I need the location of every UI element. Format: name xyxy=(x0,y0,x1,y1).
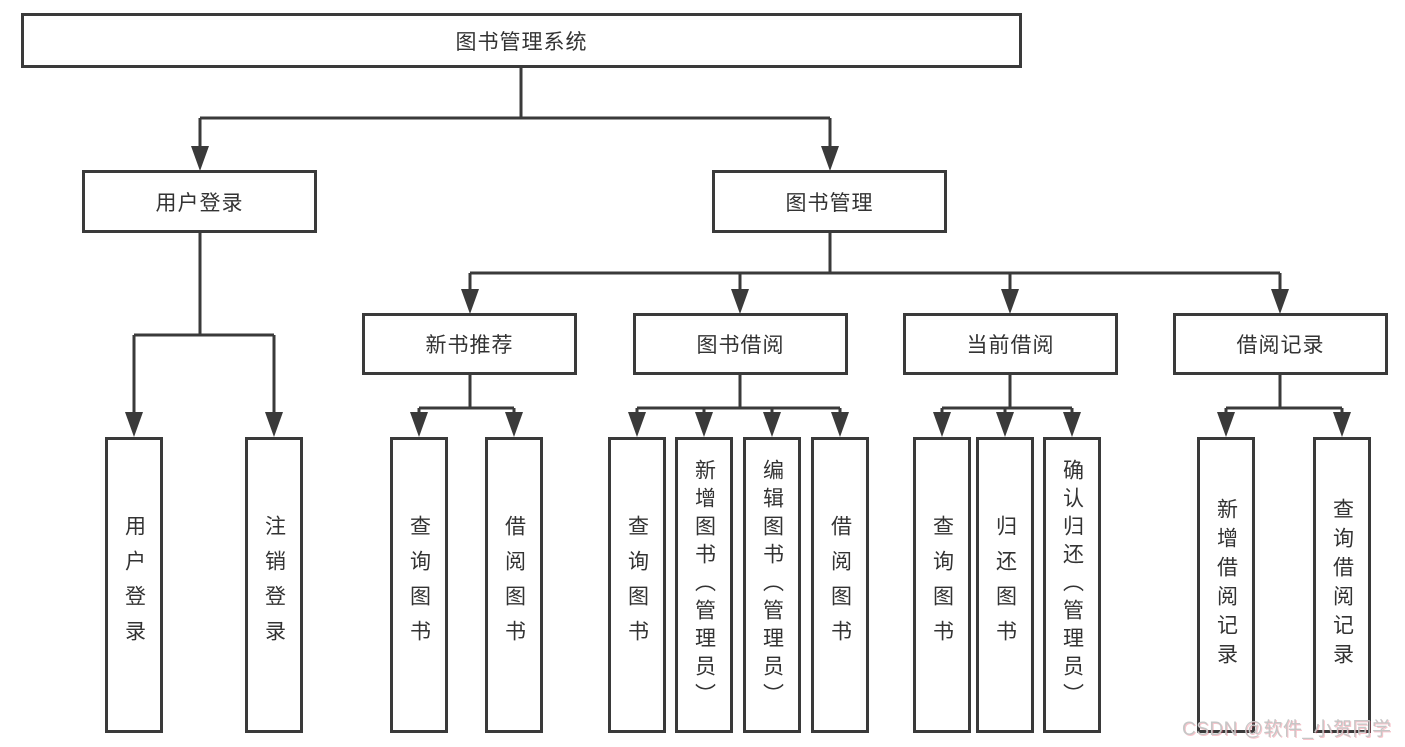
leaf-add-borrow-record-label: 新增借阅记录 xyxy=(1214,498,1238,672)
leaf-return-books: 归还图书 xyxy=(976,437,1034,733)
node-book-borrow-label: 图书借阅 xyxy=(696,334,785,357)
node-user-login: 用户登录 xyxy=(82,170,317,233)
node-borrow-record-label: 借阅记录 xyxy=(1236,334,1325,357)
node-current-borrow: 当前借阅 xyxy=(903,313,1118,375)
node-book-management-label: 图书管理 xyxy=(785,191,874,215)
node-borrow-record: 借阅记录 xyxy=(1173,313,1388,375)
leaf-add-books-admin-label: 新增图书（管理员） xyxy=(692,459,716,711)
leaf-logout-label: 注销登录 xyxy=(262,515,286,655)
node-root-system: 图书管理系统 xyxy=(21,13,1022,68)
leaf-add-books-admin: 新增图书（管理员） xyxy=(675,437,733,733)
node-new-book-recommend-label: 新书推荐 xyxy=(425,334,514,357)
leaf-borrow-books-2: 借阅图书 xyxy=(811,437,869,733)
leaf-query-books-2-label: 查询图书 xyxy=(625,515,649,655)
leaf-query-books-1-label: 查询图书 xyxy=(407,515,431,655)
leaf-query-books-1: 查询图书 xyxy=(390,437,448,733)
leaf-return-books-label: 归还图书 xyxy=(993,515,1017,655)
leaf-confirm-return-admin: 确认归还（管理员） xyxy=(1043,437,1101,733)
leaf-user-login: 用户登录 xyxy=(105,437,163,733)
leaf-user-login-label: 用户登录 xyxy=(122,515,146,655)
node-book-management: 图书管理 xyxy=(712,170,947,233)
leaf-query-books-2: 查询图书 xyxy=(608,437,666,733)
csdn-watermark: CSDN @软件_小贺同学 xyxy=(1182,719,1392,740)
node-root-label: 图书管理系统 xyxy=(455,30,588,54)
leaf-borrow-books-1-label: 借阅图书 xyxy=(502,515,526,655)
leaf-borrow-books-2-label: 借阅图书 xyxy=(828,515,852,655)
leaf-edit-books-admin: 编辑图书（管理员） xyxy=(743,437,801,733)
leaf-query-books-3-label: 查询图书 xyxy=(930,515,954,655)
leaf-edit-books-admin-label: 编辑图书（管理员） xyxy=(760,459,784,711)
leaf-confirm-return-admin-label: 确认归还（管理员） xyxy=(1060,459,1084,711)
leaf-borrow-books-1: 借阅图书 xyxy=(485,437,543,733)
leaf-logout: 注销登录 xyxy=(245,437,303,733)
node-user-login-label: 用户登录 xyxy=(155,191,244,215)
leaf-query-books-3: 查询图书 xyxy=(913,437,971,733)
leaf-add-borrow-record: 新增借阅记录 xyxy=(1197,437,1255,733)
leaf-query-borrow-record-label: 查询借阅记录 xyxy=(1330,498,1354,672)
node-current-borrow-label: 当前借阅 xyxy=(966,334,1055,357)
node-book-borrow: 图书借阅 xyxy=(633,313,848,375)
node-new-book-recommend: 新书推荐 xyxy=(362,313,577,375)
leaf-query-borrow-record: 查询借阅记录 xyxy=(1313,437,1371,733)
